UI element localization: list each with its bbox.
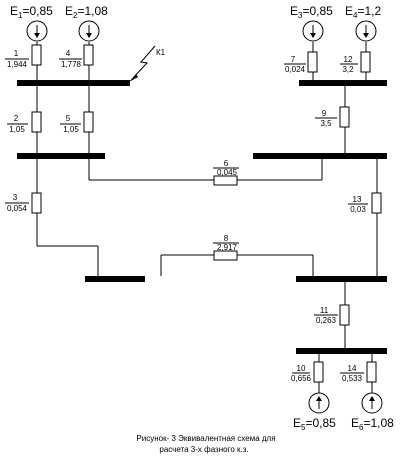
source-e3-label: E3=0,85 [290,4,333,20]
bus-1 [17,80,130,86]
bus-6 [296,276,387,282]
resistor-4 [83,44,94,66]
element-7-number: 8 [224,234,229,243]
element-1-number: 1 [14,49,19,58]
element-9-value: 0,656 [291,374,312,383]
source-e1-label: E1=0,85 [10,4,53,20]
source-e2-label: E2=1,08 [65,4,108,20]
resistor-12 [360,51,371,73]
element-labels: 1 1,944 4 1,778 7 0,024 12 3,2 2 1,05 5 … [5,49,368,383]
source-e6-label: E6=1,08 [351,416,394,432]
resistor-2 [31,111,42,133]
resistor-6 [213,175,238,186]
element-14-value: 0,533 [342,374,363,383]
element-12-value: 3,2 [342,65,354,74]
element-3-value: 0,054 [7,204,28,213]
source-e6-symbol [361,392,383,414]
resistor-7 [213,250,238,261]
resistor-14 [366,361,377,383]
element-4-number: 4 [66,49,71,58]
resistor-11 [339,304,350,326]
bus-7 [296,348,387,354]
caption-line-2: расчета 3-х фазного к.з. [159,445,248,454]
sources [26,20,383,414]
resistor-13 [371,192,382,214]
source-e5-label: E5=0,85 [293,416,336,432]
bus-4 [253,153,387,159]
wires [36,42,378,393]
element-13-value: 0,03 [350,205,366,214]
element-11-number: 11 [320,306,329,315]
element-8-value: 0,024 [285,65,306,74]
fault-k1: К1 [129,45,166,82]
resistor-3 [31,192,42,214]
source-e4-label: E4=1,2 [345,4,381,20]
source-e1-symbol [26,20,48,42]
element-1-value: 1,944 [7,60,28,69]
fault-k1-label: К1 [156,48,166,57]
element-14-number: 14 [348,364,357,373]
resistor-5 [83,111,94,133]
element-9-number: 10 [297,364,306,373]
resistor-10 [339,106,350,128]
source-e3-symbol [302,20,324,42]
element-13-number: 13 [353,195,362,204]
fault-lightning-icon [132,45,156,79]
bus-2 [299,80,387,86]
resistor-9 [313,361,324,383]
element-12-number: 12 [344,55,353,64]
source-e4-symbol [355,20,377,42]
element-10-value: 3,5 [320,119,332,128]
element-6-number: 6 [224,159,229,168]
bus-3 [17,153,105,159]
element-11-value: 0,263 [316,316,337,325]
element-7-value: 2,917 [217,243,238,252]
element-6-value: 0,045 [217,168,238,177]
element-5-number: 5 [66,114,71,123]
element-3-number: 3 [13,193,18,202]
source-labels: E1=0,85 E2=1,08 E3=0,85 E4=1,2 E5=0,85 E… [10,4,394,432]
element-2-value: 1,05 [9,125,25,134]
element-8-number: 7 [291,55,296,64]
element-4-value: 1,778 [61,60,82,69]
bus-5 [85,276,145,282]
resistors [31,44,382,383]
resistor-1 [31,44,42,66]
element-2-number: 2 [14,114,19,123]
source-e5-symbol [308,392,330,414]
element-5-value: 1,05 [63,125,79,134]
element-10-number: 9 [322,109,327,118]
source-e2-symbol [78,20,100,42]
caption-line-1: Рисунок- 3 Эквивалентная схема для [136,434,275,443]
resistor-8 [307,51,318,73]
